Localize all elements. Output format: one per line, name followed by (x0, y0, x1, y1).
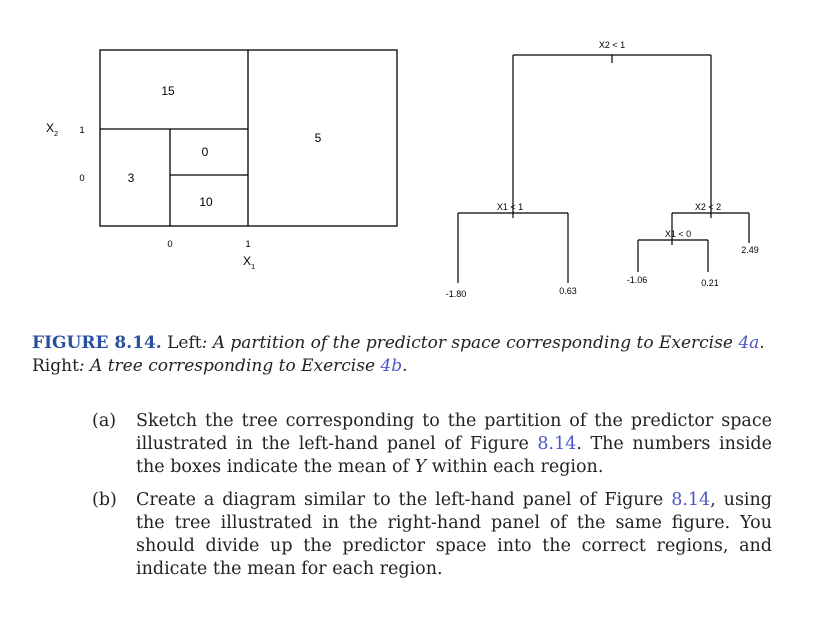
tree-node-label: X1 < 1 (497, 202, 523, 212)
x-axis-label: X1 (243, 254, 255, 271)
exercise-item: (b) Create a diagram similar to the left… (92, 489, 772, 581)
exercise-list: (a) Sketch the tree corresponding to the… (92, 410, 772, 591)
y-tick-label: 0 (79, 173, 84, 184)
tree-leaf-value: 0.63 (559, 286, 577, 296)
region-label: 15 (161, 84, 175, 98)
region-label: 10 (199, 195, 213, 209)
item-marker: (a) (92, 411, 117, 431)
tree-node-label: X2 < 2 (695, 202, 721, 212)
tree-leaf-value: 0.21 (701, 278, 719, 288)
caption-left-word: Left (167, 333, 202, 353)
tree-leaf-value: -1.80 (446, 289, 467, 299)
caption-text: . (759, 333, 765, 353)
item-marker: (b) (92, 490, 117, 510)
figure-label: FIGURE 8.14. (32, 333, 162, 353)
item-text: Sketch the tree corresponding to the par… (136, 410, 772, 479)
figure-8-14: 15 0 3 10 5 0 1 0 1 X1 X2 X2 < 1 X (46, 40, 759, 299)
tree-leaf-value: -1.06 (627, 275, 648, 285)
caption-right-word: Right (32, 356, 79, 376)
y-axis-label: X2 (46, 121, 58, 138)
region-label: 3 (128, 171, 135, 185)
partition-panel (99, 49, 398, 227)
exercise-4a-link[interactable]: 4a (738, 333, 760, 353)
caption-text: : A tree corresponding to Exercise (78, 356, 376, 376)
item-text-part: within each region. (431, 457, 604, 477)
item-text-part: . The numbers inside the boxes indicate … (136, 434, 772, 477)
figure-ref-link[interactable]: 8.14 (537, 434, 577, 454)
tree-leaf-value: 2.49 (741, 245, 759, 255)
figure-caption: FIGURE 8.14. Left: A partition of the pr… (32, 332, 782, 378)
item-text-part: , using the tree illustrated in the righ… (136, 490, 772, 579)
exercise-4b-link[interactable]: 4b (380, 356, 403, 376)
region-label: 5 (315, 131, 322, 145)
caption-text: . (402, 356, 408, 376)
figure-ref-link[interactable]: 8.14 (671, 490, 711, 510)
caption-text: : A partition of the predictor space cor… (201, 333, 733, 353)
variable-y: Y (414, 457, 427, 477)
item-text: Create a diagram similar to the left-han… (136, 489, 772, 581)
x-tick-label: 1 (245, 239, 250, 250)
exercise-item: (a) Sketch the tree corresponding to the… (92, 410, 772, 479)
tree-panel (457, 54, 750, 283)
y-tick-label: 1 (79, 125, 84, 136)
tree-node-label: X1 < 0 (665, 229, 691, 239)
item-text-part: Create a diagram similar to the left-han… (136, 490, 664, 510)
region-label: 0 (202, 145, 209, 159)
x-tick-label: 0 (167, 239, 172, 250)
tree-node-label: X2 < 1 (599, 40, 625, 50)
item-text-part: Sketch the tree corresponding to the par… (136, 411, 772, 454)
